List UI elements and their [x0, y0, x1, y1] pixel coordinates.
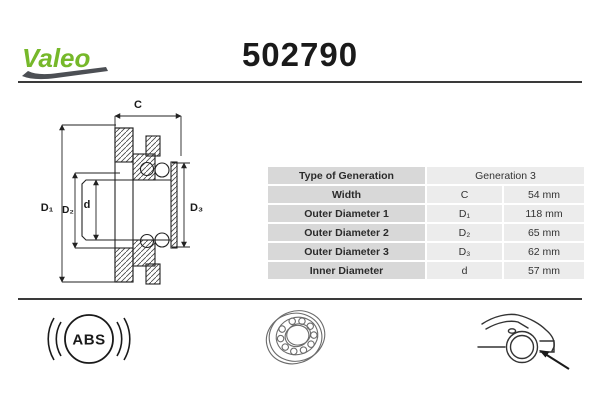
bearing-ball	[154, 232, 170, 248]
valeo-logo: Valeo	[22, 43, 108, 80]
flange-bottom-section	[114, 247, 134, 283]
spec-symbol: D₁	[427, 205, 502, 222]
car-wheel-inner	[509, 334, 535, 360]
abs-label: ABS	[72, 332, 105, 349]
dimension-d1: D₁	[41, 124, 116, 283]
spec-value: 65 mm	[504, 224, 584, 241]
spec-symbol: D₃	[427, 243, 502, 260]
bearing-outer-ring	[170, 161, 178, 249]
header-rule	[18, 81, 582, 83]
dim-label-d: d	[84, 199, 91, 211]
spec-value: Generation 3	[427, 167, 584, 184]
hub-bottom-stub	[145, 263, 161, 285]
dimension-d: d	[84, 179, 99, 241]
car-front-icon	[477, 313, 570, 370]
spec-label: Inner Diameter	[268, 262, 425, 279]
spec-label: Outer Diameter 1	[268, 205, 425, 222]
spec-label: Outer Diameter 2	[268, 224, 425, 241]
bearing-ball	[139, 233, 155, 249]
wheel-arrow-icon	[539, 350, 570, 370]
spec-value: 54 mm	[504, 186, 584, 203]
dim-label-d3: D₃	[190, 202, 203, 214]
car-windshield-line	[485, 320, 529, 330]
footer-rule	[18, 298, 582, 300]
abs-icon: ABS	[47, 314, 131, 364]
spec-value: 57 mm	[504, 262, 584, 279]
hub-top-stub	[145, 135, 161, 157]
dimension-d2: D₂	[62, 172, 120, 249]
bearing-ball	[154, 162, 170, 178]
spec-symbol: C	[427, 186, 502, 203]
valeo-logo-text: Valeo	[22, 43, 91, 73]
flange-top-section	[114, 127, 134, 163]
spec-table: Type of Generation Generation 3 Width C …	[268, 167, 584, 279]
inner-race-sleeve	[81, 179, 115, 241]
valeo-logo-swoosh	[22, 67, 108, 80]
dim-label-d1: D₁	[41, 202, 54, 214]
spec-value: 118 mm	[504, 205, 584, 222]
hub-bottom-block	[132, 239, 156, 267]
car-mirror	[507, 328, 517, 334]
spec-symbol: d	[427, 262, 502, 279]
dim-label-c: C	[134, 99, 142, 111]
hub-bearing-drawing: C D₁ D₂ d D₃	[41, 99, 203, 285]
part-number: 502790	[241, 36, 359, 73]
car-hood-line	[481, 313, 555, 352]
spec-value: 62 mm	[504, 243, 584, 260]
spec-label: Outer Diameter 3	[268, 243, 425, 260]
dim-label-d2: D₂	[62, 205, 74, 216]
bearing-icon	[265, 310, 326, 365]
car-wheel-outer	[505, 330, 539, 364]
spec-symbol: D₂	[427, 224, 502, 241]
dimension-d3: D₃	[172, 162, 203, 248]
hub-cross-section	[81, 127, 178, 285]
spec-label: Width	[268, 186, 425, 203]
hub-top-block	[132, 153, 156, 181]
spec-label: Type of Generation	[268, 167, 425, 184]
bearing-ball	[139, 161, 155, 177]
